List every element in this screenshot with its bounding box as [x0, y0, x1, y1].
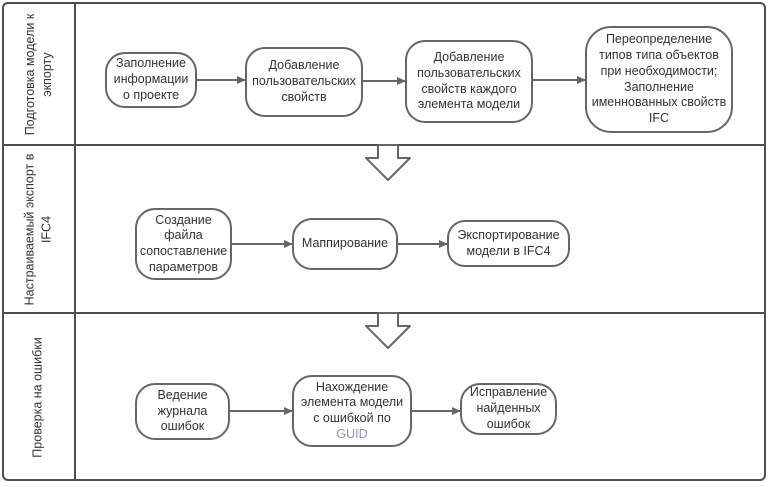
- node-error-log: Ведение журнала ошибок: [135, 383, 230, 440]
- node-mapping: Маппирование: [292, 218, 398, 270]
- flow-arrow: [533, 76, 586, 84]
- flow-arrow: [197, 76, 246, 84]
- down-arrow-icon: [365, 312, 411, 349]
- flow-arrow: [398, 240, 448, 248]
- down-arrow-icon: [365, 144, 411, 181]
- lane-3-label: Проверка на ошибки: [30, 337, 45, 458]
- node-create-mapping-file: Создание файла сопоставление параметров: [135, 208, 232, 280]
- node-export-ifc4: Экспортирование модели в IFC4: [447, 220, 570, 267]
- node-fix-errors: Исправление найденных ошибок: [460, 383, 557, 435]
- flow-arrow: [412, 407, 461, 415]
- lane-2-label: Настраиваемый экспорт в IFC4: [22, 153, 53, 306]
- guid-highlight-text: GUID: [336, 426, 368, 441]
- node-find-element-text: Нахождение элемента модели с ошибкой по: [300, 379, 404, 426]
- node-add-custom-properties: Добавление пользовательских свойств: [245, 47, 363, 117]
- node-redefine-types: Переопределение типов типа объектов при …: [585, 26, 733, 133]
- flow-arrow: [363, 77, 406, 85]
- node-fill-project-info: Заполнение информации о проекте: [105, 52, 197, 108]
- lane-label-divider: [74, 2, 76, 481]
- flow-arrow: [230, 407, 293, 415]
- lane-1-label: Подготовка модели к экпорту: [23, 13, 54, 136]
- flow-arrow: [232, 240, 293, 248]
- node-find-element-by-guid: Нахождение элемента модели с ошибкой по …: [292, 375, 412, 447]
- node-add-element-properties: Добавление пользовательских свойств кажд…: [405, 40, 533, 123]
